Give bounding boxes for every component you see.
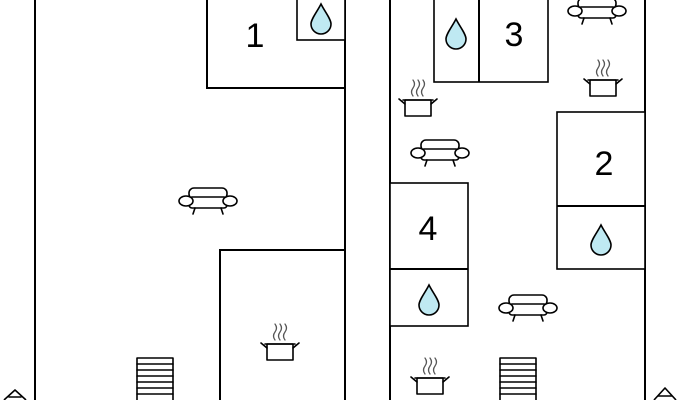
room-4-number: 4 bbox=[419, 210, 438, 248]
room-1: 1 bbox=[206, 0, 346, 89]
cooking-pot-icon bbox=[583, 59, 623, 97]
left-building bbox=[34, 0, 346, 400]
house-icon bbox=[653, 387, 677, 400]
room-1-number: 1 bbox=[246, 17, 265, 55]
cooking-pot-icon bbox=[398, 79, 438, 117]
room-2: 2 bbox=[556, 111, 646, 270]
left-lower-room bbox=[219, 249, 345, 400]
room-2-number: 2 bbox=[595, 145, 614, 183]
room-3-number: 3 bbox=[505, 16, 524, 54]
cooking-pot-icon bbox=[260, 323, 300, 361]
sofa-icon bbox=[410, 139, 470, 167]
room-3: 3 bbox=[433, 0, 549, 83]
house-icon bbox=[3, 389, 27, 400]
cooking-pot-icon bbox=[410, 357, 450, 395]
room-4: 4 bbox=[389, 182, 469, 327]
sofa-icon bbox=[178, 187, 238, 215]
sofa-icon bbox=[567, 0, 627, 25]
stairs-icon bbox=[499, 357, 537, 400]
stairs-icon bbox=[136, 357, 174, 400]
sofa-icon bbox=[498, 294, 558, 322]
